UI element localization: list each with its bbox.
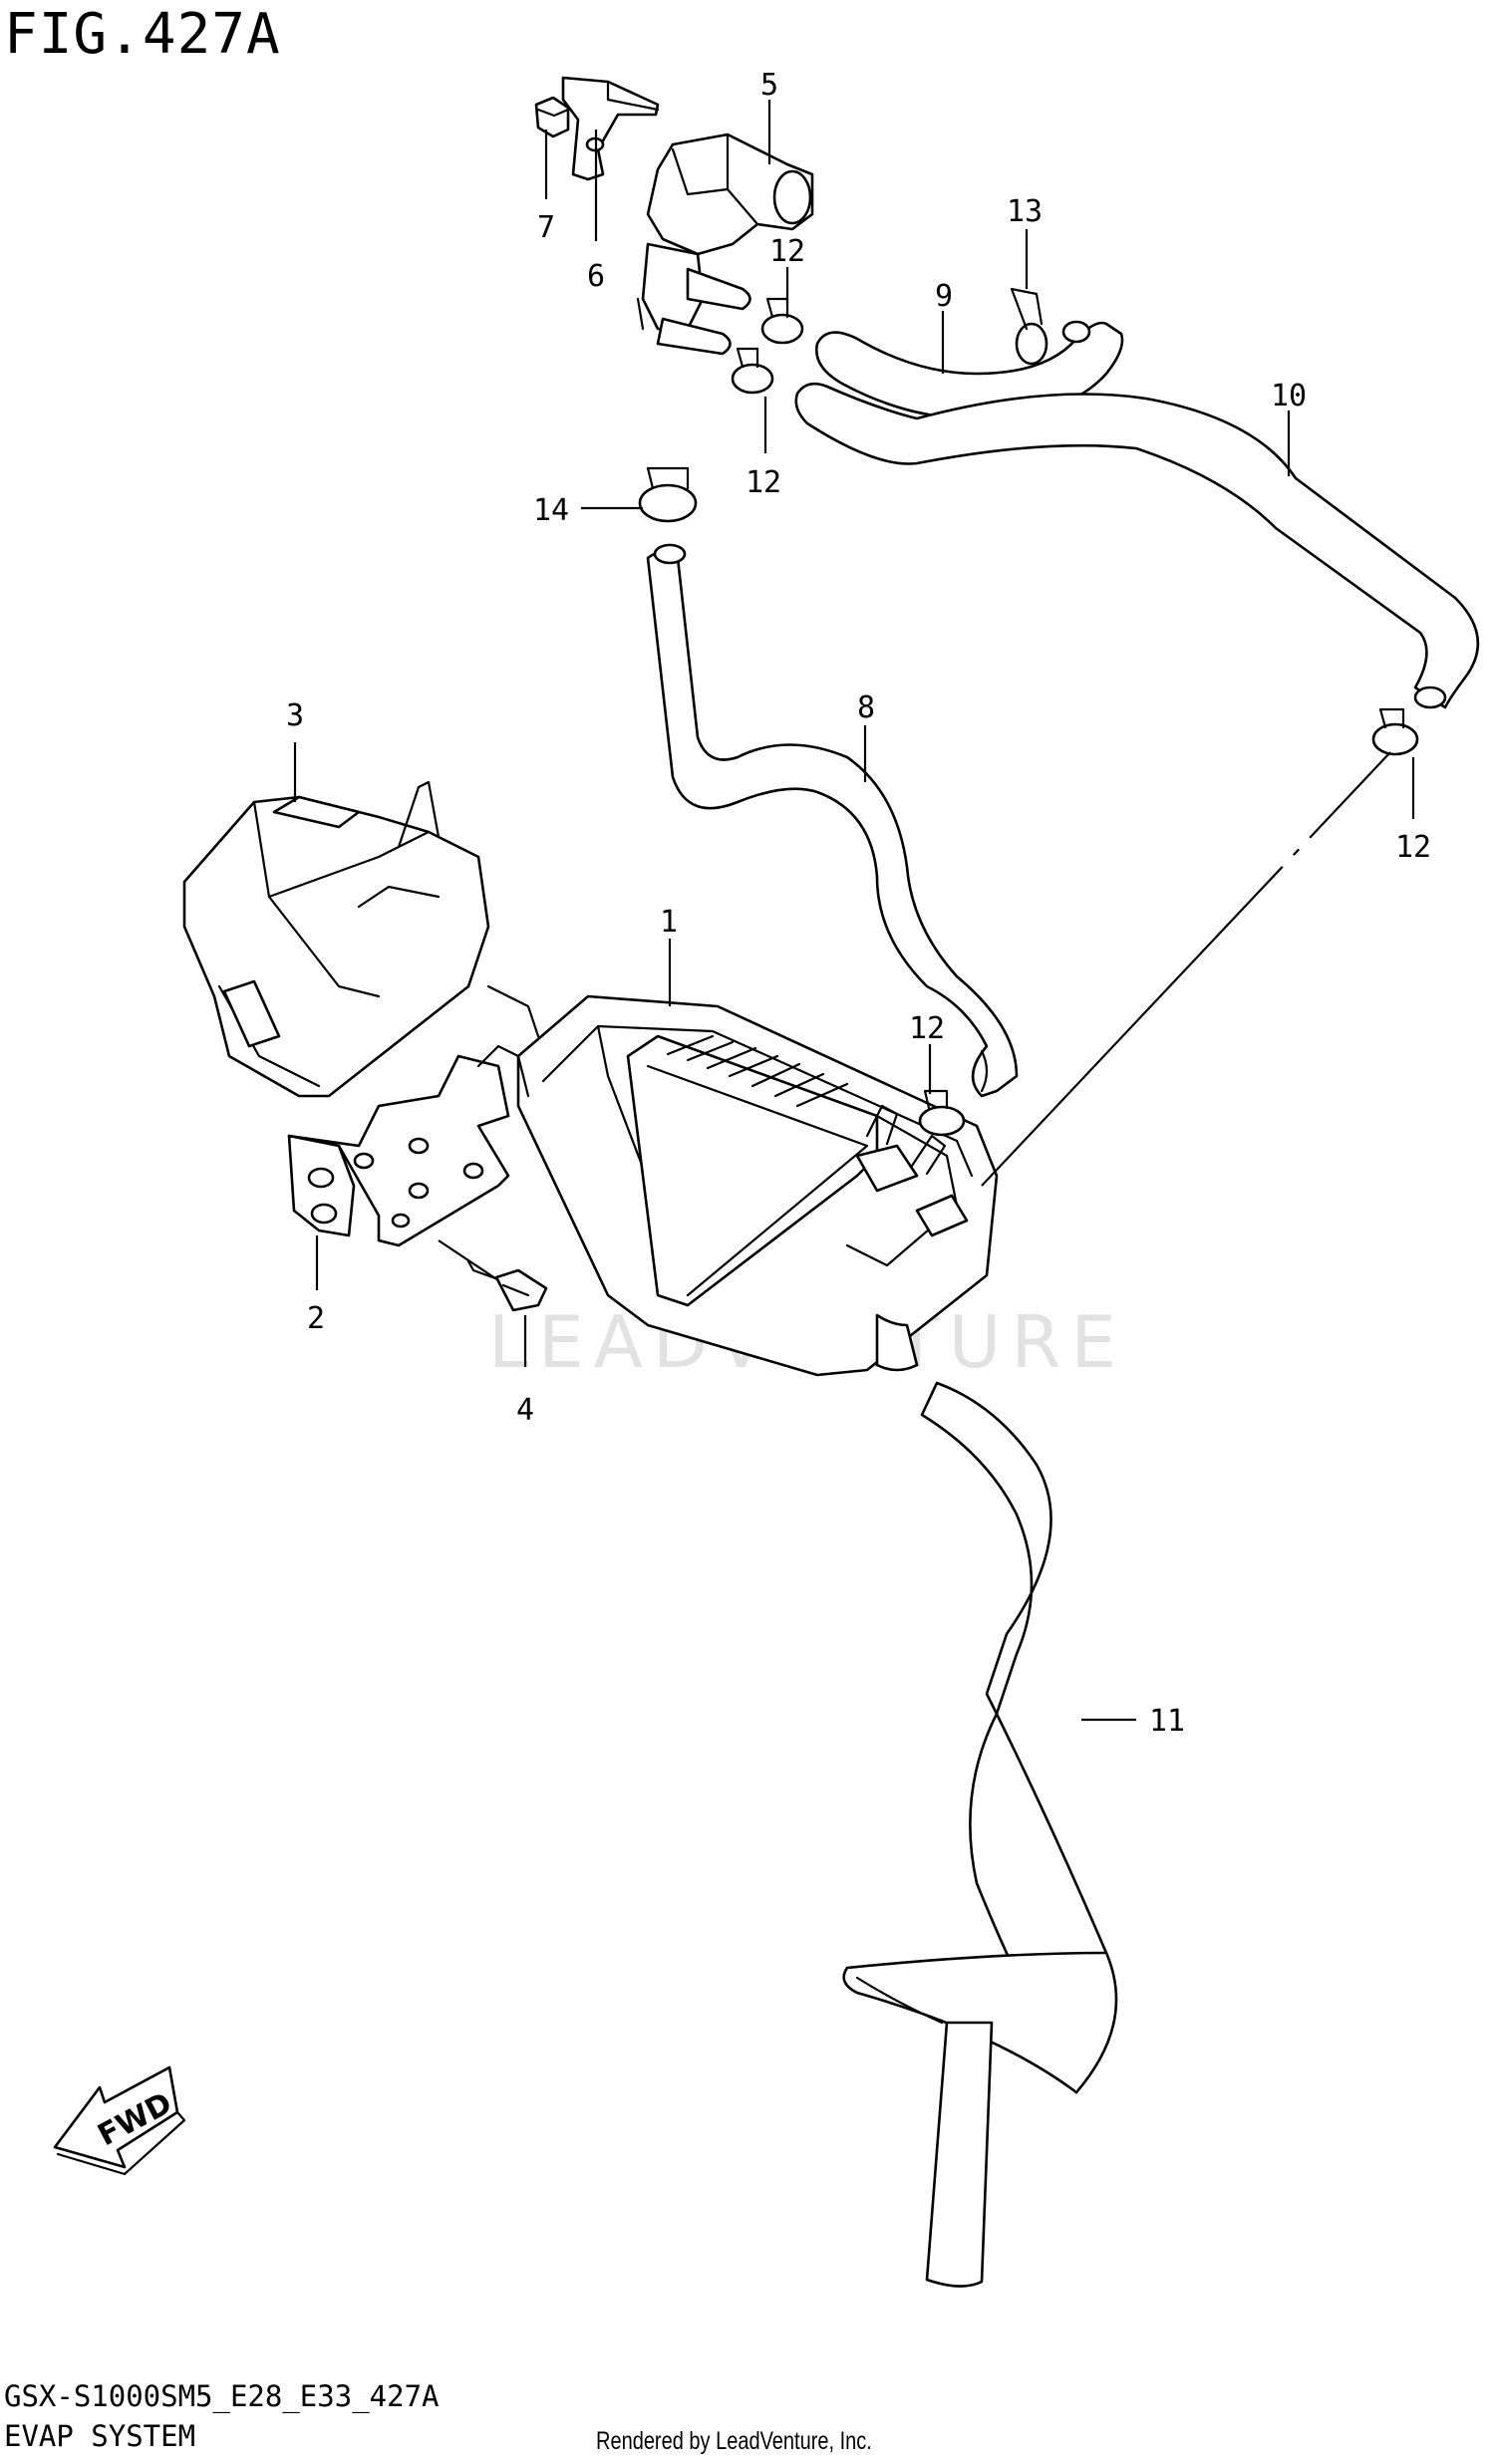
clamp-12-lower[interactable] [731,347,774,395]
clamp-12-upper[interactable] [760,297,804,345]
callout-5[interactable]: 5 [760,68,778,103]
hose-11[interactable] [842,1381,1118,2288]
callout-13[interactable]: 13 [1007,194,1043,229]
callout-14[interactable]: 14 [533,493,569,528]
callout-12c[interactable]: 12 [1395,830,1431,865]
callout-12a[interactable]: 12 [769,234,805,269]
clamp-12-canister[interactable] [918,1089,966,1137]
callout-7[interactable]: 7 [537,210,555,245]
callout-9[interactable]: 9 [935,279,953,314]
callout-12d[interactable]: 12 [909,1011,945,1046]
figure-subtitle: EVAP SYSTEM [4,2419,196,2453]
callout-2[interactable]: 2 [307,1301,325,1336]
canister[interactable] [516,994,999,1377]
fwd-arrow-icon: FWD [53,2065,186,2176]
nut[interactable] [534,96,570,138]
credit-text: Rendered by LeadVenture, Inc. [596,2427,872,2455]
valve-bracket[interactable] [561,76,660,181]
purge-valve[interactable] [636,133,814,356]
callout-11[interactable]: 11 [1149,1704,1185,1739]
callout-6[interactable]: 6 [587,259,605,294]
callout-4[interactable]: 4 [516,1393,534,1428]
callout-3[interactable]: 3 [286,698,304,733]
hose-10[interactable] [794,382,1480,709]
clip-13[interactable] [1010,287,1048,366]
figure-title: FIG.427A [4,2,281,67]
callout-8[interactable]: 8 [857,690,875,725]
callout-12b[interactable]: 12 [746,465,781,500]
model-code: GSX-S1000SM5_E28_E33_427A [4,2379,440,2413]
connection-line [981,751,1391,1187]
hose-8[interactable] [646,543,1019,1098]
bolt-guide-line [438,1239,499,1281]
clamp-14[interactable] [638,466,698,523]
clamp-12-right[interactable] [1371,707,1419,756]
callout-1[interactable]: 1 [660,905,678,940]
bolt[interactable] [466,1259,548,1312]
cover[interactable] [182,780,490,1098]
bracket[interactable] [287,984,540,1247]
callout-10[interactable]: 10 [1271,379,1307,413]
